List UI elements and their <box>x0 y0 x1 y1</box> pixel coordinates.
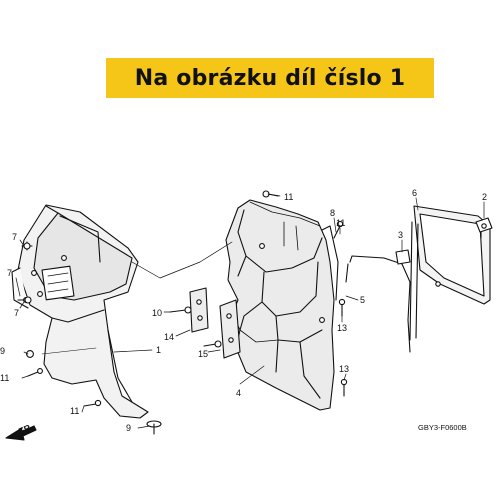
callout-11d: 11 <box>336 218 345 228</box>
callout-1: 1 <box>156 345 161 355</box>
bracket-plate-part-15 <box>219 299 241 359</box>
front-inner-cover-part-1 <box>11 204 149 419</box>
callout-14: 14 <box>164 332 174 342</box>
callout-10: 10 <box>152 308 162 318</box>
callout-9b: 9 <box>126 423 131 433</box>
callout-9a: 9 <box>0 346 5 356</box>
callout-7a: 7 <box>12 232 17 242</box>
callout-11a: 11 <box>0 373 9 383</box>
banner-text: Na obrázku díl číslo 1 <box>134 65 406 91</box>
clip-part-3 <box>395 249 411 265</box>
callout-3: 3 <box>398 230 403 240</box>
callout-2: 2 <box>482 192 487 202</box>
screws <box>17 190 487 435</box>
bracket-plate-part-14 <box>189 287 209 333</box>
callout-11c: 11 <box>284 192 293 202</box>
callout-8: 8 <box>330 208 335 218</box>
diagram-code: GBY3-F0600B <box>418 423 467 432</box>
callout-4: 4 <box>236 388 241 398</box>
callout-13a: 13 <box>337 323 347 333</box>
front-label: FR. <box>17 421 34 436</box>
wire-rod-part-5 <box>345 255 411 353</box>
callout-15: 15 <box>198 349 208 359</box>
rear-inner-cover-part-4 <box>225 199 339 411</box>
callout-7b: 7 <box>7 268 12 278</box>
callout-labels: 7 7 7 9 11 11 9 1 10 14 15 11 4 8 11 5 1… <box>0 188 487 433</box>
leader-lines <box>15 193 485 429</box>
callout-5: 5 <box>360 295 365 305</box>
mounting-frame-part-6 <box>409 205 491 341</box>
callout-6: 6 <box>412 188 417 198</box>
callout-7c: 7 <box>14 308 19 318</box>
callout-11b: 11 <box>70 406 79 416</box>
callout-13b: 13 <box>339 364 349 374</box>
part-number-banner: Na obrázku díl číslo 1 <box>106 58 434 98</box>
front-direction-arrow <box>5 425 37 441</box>
